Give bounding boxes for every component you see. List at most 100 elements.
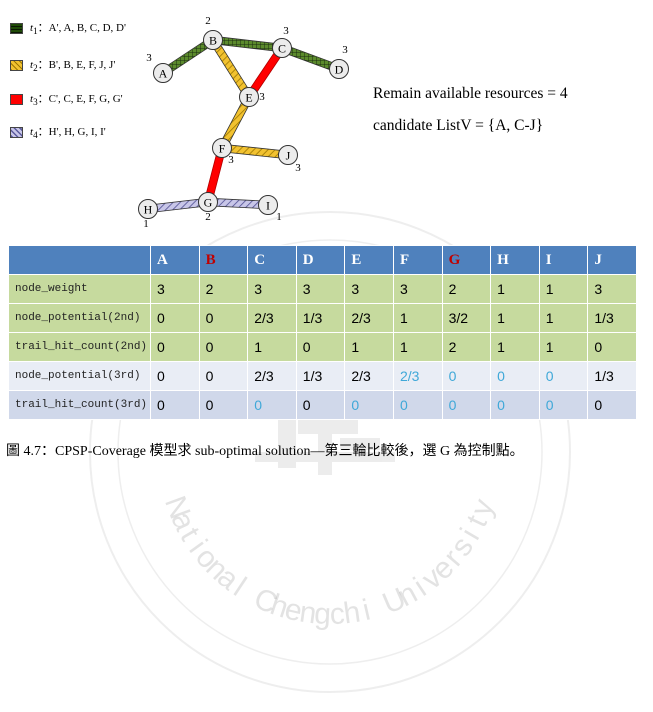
legend-t-sub: 4: [33, 130, 38, 141]
table-cell: 0: [538, 390, 589, 420]
table-cell: 0: [441, 361, 492, 391]
table-cell: 1/3: [295, 303, 346, 333]
node-A: A3: [146, 52, 173, 83]
legend-t-sub: 3: [33, 97, 38, 108]
legend-swatch-t2: [10, 59, 23, 71]
node-D: D3: [329, 44, 349, 79]
watermark-char: e: [282, 592, 306, 628]
table-cell: 0: [295, 332, 346, 362]
node-circle: [212, 138, 232, 158]
node-J: J3: [278, 145, 301, 174]
figure-caption: 圖 4.7：CPSP-Coverage 模型求 sub-optimal solu…: [6, 444, 524, 459]
table-cell: 2/3: [344, 303, 394, 333]
table-cell: 0: [344, 390, 394, 420]
table-cell: 0: [295, 390, 346, 420]
table-cell: 0: [392, 390, 443, 420]
node-label: G: [204, 196, 213, 210]
legend-item: t2：B', B, E, F, J, J': [10, 57, 116, 74]
table-cell: 0: [150, 303, 200, 333]
node-circle: [138, 199, 158, 219]
node-label: C: [278, 42, 286, 56]
table-cell: 0: [587, 390, 637, 420]
table-cell: 3: [295, 274, 346, 304]
table-cell: 0: [490, 361, 540, 391]
node-weight-label: 3: [259, 91, 265, 103]
table-cell: 1: [490, 332, 540, 362]
table-cell: 3: [344, 274, 394, 304]
table-cell: 0: [441, 390, 492, 420]
legend-t-label: t: [30, 126, 34, 139]
table-corner-cell: [8, 245, 151, 275]
node-weight-label: 1: [143, 218, 149, 230]
table-cell: 1: [490, 274, 540, 304]
column-header-F: F: [392, 245, 443, 275]
table-cell: 0: [198, 390, 249, 420]
column-header-G: G: [441, 245, 492, 275]
row-label: trail_hit_count(2nd): [8, 332, 151, 362]
node-weight-label: 3: [146, 52, 152, 64]
table-cell: 2: [441, 332, 492, 362]
legend-item: t3：C', C, E, F, G, G': [10, 91, 123, 108]
table-cell: 0: [198, 361, 249, 391]
watermark-char: h: [341, 596, 362, 631]
legend-t-label: t: [30, 22, 34, 35]
table-cell: 0: [587, 332, 637, 362]
table-cell: 0: [198, 332, 249, 362]
watermark-char: c: [329, 598, 345, 632]
table-cell: 2/3: [247, 303, 297, 333]
node-H: H1: [138, 199, 158, 230]
table-cell: 2/3: [344, 361, 394, 391]
table-cell: 1/3: [587, 303, 637, 333]
node-circle: [239, 87, 259, 107]
table-cell: 1: [490, 303, 540, 333]
node-circle: [272, 38, 292, 58]
table-cell: 2/3: [247, 361, 297, 391]
table-cell: 1/3: [295, 361, 346, 391]
table-cell: 3: [150, 274, 200, 304]
legend-text: ：H', H, G, I, I': [37, 126, 106, 139]
column-header-A: A: [150, 245, 200, 275]
table-cell: 2/3: [392, 361, 443, 391]
table-cell: 1: [392, 303, 443, 333]
column-header-I: I: [538, 245, 589, 275]
legend-text: ：B', B, E, F, J, J': [37, 59, 116, 72]
table-cell: 0: [150, 361, 200, 391]
node-weight-label: 2: [205, 211, 211, 223]
column-header-C: C: [247, 245, 297, 275]
row-label: node_potential(3rd): [8, 361, 151, 391]
table-cell: 0: [150, 332, 200, 362]
table-cell: 0: [150, 390, 200, 420]
column-header-B: B: [198, 245, 249, 275]
node-F: F3: [212, 138, 234, 166]
node-label: B: [209, 34, 217, 48]
node-circle: [203, 30, 223, 50]
table-cell: 3: [247, 274, 297, 304]
legend-swatch-t3: [10, 93, 23, 105]
table-cell: 0: [538, 361, 589, 391]
table-cell: 1: [344, 332, 394, 362]
legend-t-label: t: [30, 93, 34, 106]
edges-layer: [147, 35, 341, 214]
table-cell: 1: [247, 332, 297, 362]
legend-t-sub: 1: [33, 26, 38, 37]
node-circle: [198, 192, 218, 212]
watermark-char: g: [314, 597, 332, 631]
node-weight-label: 3: [283, 25, 289, 37]
node-label: A: [159, 67, 168, 81]
column-header-E: E: [344, 245, 394, 275]
table-cell: 3/2: [441, 303, 492, 333]
node-label: F: [219, 142, 226, 156]
row-label: trail_hit_count(3rd): [8, 390, 151, 420]
legend-t-sub: 2: [33, 63, 38, 74]
column-header-J: J: [587, 245, 637, 275]
table-cell: 1/3: [587, 361, 637, 391]
node-G: G2: [198, 192, 218, 223]
node-weight-label: 3: [228, 154, 234, 166]
